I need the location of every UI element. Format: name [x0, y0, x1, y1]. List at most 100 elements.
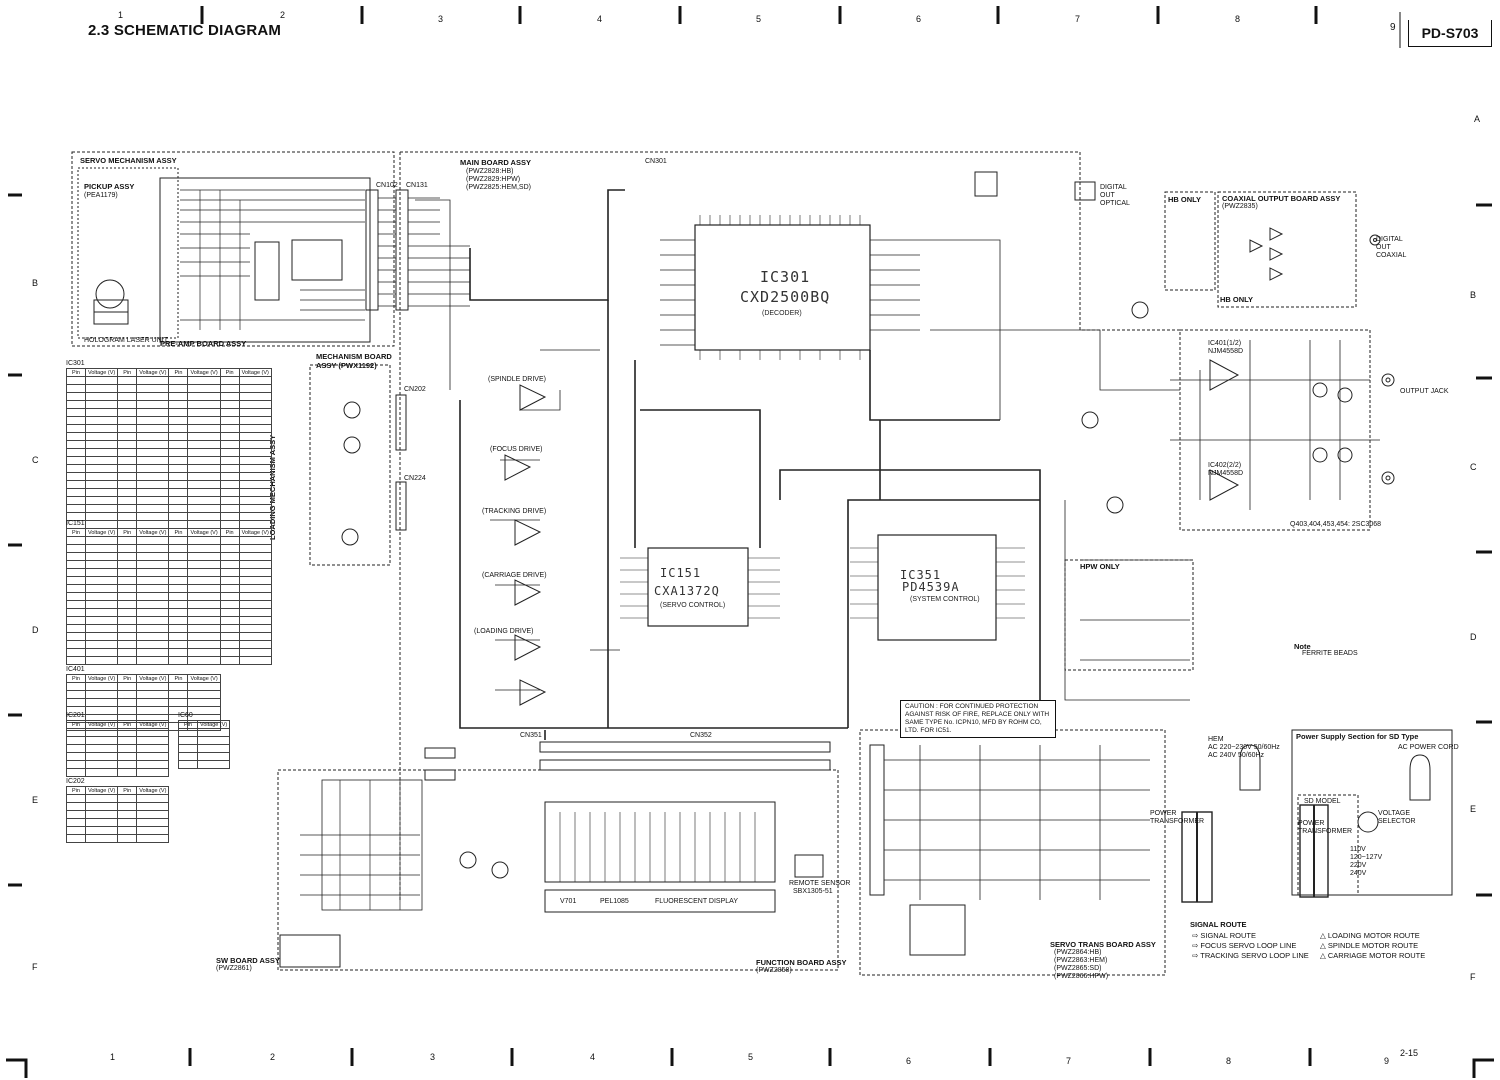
table-cell	[117, 728, 138, 737]
table-cell	[66, 826, 86, 835]
table-header-cell: Voltage (V)	[187, 528, 221, 537]
grid-col-4-bottom: 4	[590, 1052, 596, 1062]
table-cell	[219, 608, 240, 617]
table-cell	[84, 544, 119, 553]
table-row	[66, 472, 272, 481]
table-cell	[136, 760, 170, 769]
table-cell	[187, 552, 221, 561]
table-header-cell: Voltage (V)	[136, 528, 170, 537]
table-cell	[187, 392, 221, 401]
servo-trans-part-sd: (PWZ2865:SD)	[1054, 965, 1102, 972]
digital-optical-label: DIGITAL OUT OPTICAL	[1100, 184, 1130, 207]
table-cell	[66, 584, 86, 593]
table-cell	[187, 544, 221, 553]
table-cell	[84, 752, 119, 761]
table-cell	[117, 456, 138, 465]
table-cell	[117, 656, 138, 665]
table-cell	[66, 504, 86, 513]
table-cell	[66, 432, 86, 441]
grid-row-f-right: F	[1470, 972, 1476, 982]
grid-row-f: F	[32, 962, 38, 972]
table-cell	[117, 376, 138, 385]
table-cell	[168, 690, 189, 699]
voltage-table-ic201-title: IC201	[66, 712, 85, 719]
table-cell	[66, 448, 86, 457]
table-cell	[117, 632, 138, 641]
table-cell	[219, 584, 240, 593]
table-cell	[84, 400, 119, 409]
table-row	[66, 616, 272, 625]
table-cell	[219, 640, 240, 649]
table-cell	[238, 544, 272, 553]
table-cell	[66, 472, 86, 481]
table-row	[66, 496, 272, 505]
table-cell	[187, 648, 221, 657]
grid-col-2-bottom: 2	[270, 1052, 276, 1062]
table-cell	[84, 818, 119, 827]
grid-col-3-bottom: 3	[430, 1052, 436, 1062]
table-row	[66, 834, 170, 843]
table-cell	[84, 690, 119, 699]
table-cell	[187, 560, 221, 569]
table-cell	[187, 592, 221, 601]
table-header-cell: Pin	[117, 786, 138, 795]
table-row	[66, 584, 272, 593]
table-cell	[66, 480, 86, 489]
table-cell	[66, 552, 86, 561]
table-cell	[168, 400, 189, 409]
table-cell	[117, 408, 138, 417]
table-cell	[117, 416, 138, 425]
table-cell	[117, 744, 138, 753]
sd-voltage-220: 220V	[1350, 862, 1367, 869]
table-cell	[136, 818, 170, 827]
hb-only-label-2: HB ONLY	[1220, 295, 1254, 304]
table-cell	[117, 690, 138, 699]
table-cell	[187, 616, 221, 625]
note-title: Note	[1294, 642, 1311, 651]
table-cell	[66, 632, 86, 641]
table-cell	[187, 656, 221, 665]
table-cell	[168, 624, 189, 633]
table-cell	[84, 392, 119, 401]
table-cell	[136, 568, 170, 577]
table-cell	[84, 794, 119, 803]
table-cell	[117, 760, 138, 769]
table-row	[66, 392, 272, 401]
table-cell	[238, 632, 272, 641]
table-cell	[136, 392, 170, 401]
legend-focus-loop-text: FOCUS SERVO LOOP LINE	[1200, 941, 1297, 950]
table-cell	[187, 504, 221, 513]
table-cell	[66, 464, 86, 473]
hpw-only-label: HPW ONLY	[1080, 562, 1120, 571]
table-cell	[168, 608, 189, 617]
table-cell	[117, 400, 138, 409]
table-cell	[84, 456, 119, 465]
table-cell	[117, 568, 138, 577]
voltage-table-ic202-title: IC202	[66, 778, 85, 785]
legend-focus-loop: ⇨ FOCUS SERVO LOOP LINE	[1192, 941, 1297, 950]
grid-col-4: 4	[597, 14, 603, 24]
table-cell	[196, 736, 231, 745]
cn352-label: CN352	[690, 732, 712, 739]
table-cell	[136, 448, 170, 457]
power-sd-label: Power Supply Section for SD Type	[1296, 732, 1419, 741]
table-cell	[117, 810, 138, 819]
table-cell	[219, 376, 240, 385]
table-cell	[178, 744, 198, 753]
table-row	[66, 600, 272, 609]
table-cell	[84, 536, 119, 545]
table-cell	[136, 408, 170, 417]
table-header-cell: Pin	[117, 528, 138, 537]
table-cell	[219, 648, 240, 657]
table-cell	[136, 834, 170, 843]
table-cell	[238, 504, 272, 513]
grid-col-8-bottom: 8	[1226, 1056, 1232, 1066]
table-row	[66, 424, 272, 433]
table-cell	[84, 432, 119, 441]
table-cell	[178, 752, 198, 761]
table-cell	[117, 480, 138, 489]
table-cell	[187, 576, 221, 585]
